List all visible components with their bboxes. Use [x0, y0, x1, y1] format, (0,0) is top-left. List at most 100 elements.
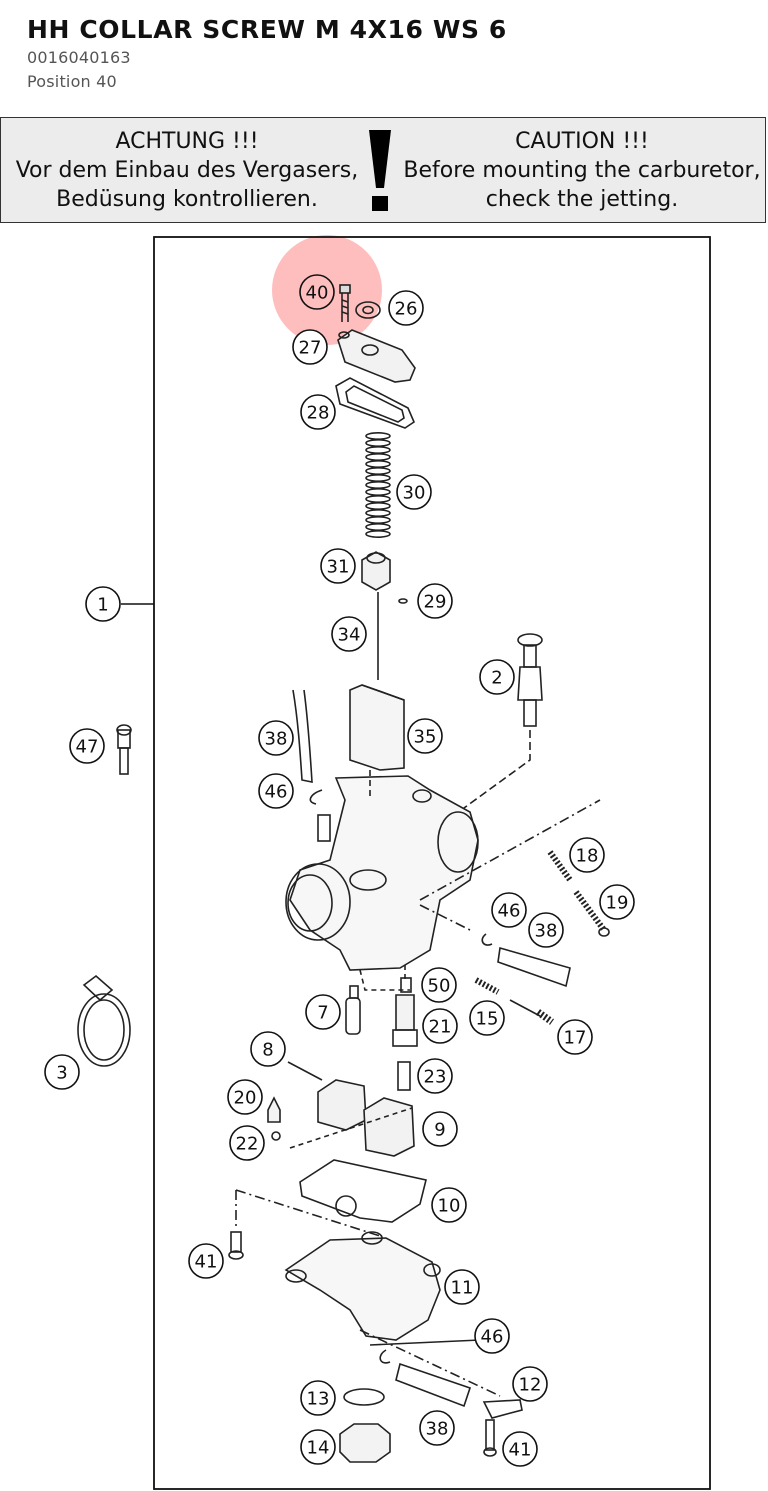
callout-34[interactable]: 34: [331, 616, 367, 652]
callout-number: 13: [307, 1389, 330, 1410]
callout-number: 21: [429, 1017, 452, 1038]
callout-number: 10: [438, 1196, 461, 1217]
callout-number: 38: [535, 921, 558, 942]
callout-circle: [69, 728, 105, 764]
callout-number: 17: [564, 1028, 587, 1049]
callout-1[interactable]: 1: [85, 586, 121, 622]
callout-21[interactable]: 21: [422, 1008, 458, 1044]
part-drawings: [77, 284, 610, 1463]
callout-number: 46: [481, 1327, 504, 1348]
callout-19[interactable]: 19: [599, 884, 635, 920]
callout-number: 2: [491, 668, 502, 689]
callout-number: 47: [76, 737, 99, 758]
callout-8[interactable]: 8: [250, 1031, 286, 1067]
callout-number: 11: [451, 1278, 474, 1299]
callout-46[interactable]: 46: [491, 892, 527, 928]
callout-circle: [300, 1380, 336, 1416]
callout-circle: [320, 548, 356, 584]
callout-circle: [417, 1058, 453, 1094]
callout-circle: [229, 1125, 265, 1161]
callout-15[interactable]: 15: [469, 1000, 505, 1036]
callout-circle: [396, 474, 432, 510]
callout-number: 14: [307, 1438, 330, 1459]
caution-de-line: Bedüsung kontrollieren.: [56, 187, 318, 212]
callout-circle: [227, 1079, 263, 1115]
callout-38[interactable]: 38: [528, 912, 564, 948]
callout-number: 46: [498, 901, 521, 922]
callout-2[interactable]: 2: [479, 659, 515, 695]
callout-28[interactable]: 28: [300, 394, 336, 430]
callout-circle: [300, 1429, 336, 1465]
callout-7[interactable]: 7: [305, 994, 341, 1030]
callout-31[interactable]: 31: [320, 548, 356, 584]
callout-11[interactable]: 11: [444, 1269, 480, 1305]
selected-part-highlight: [272, 235, 382, 345]
callout-number: 28: [307, 403, 330, 424]
callout-circle: [422, 1111, 458, 1147]
callout-35[interactable]: 35: [407, 718, 443, 754]
caution-de-line: Vor dem Einbau des Vergasers,: [15, 158, 359, 183]
callout-20[interactable]: 20: [227, 1079, 263, 1115]
callout-27[interactable]: 27: [292, 329, 328, 365]
callout-circle: [44, 1054, 80, 1090]
callout-46[interactable]: 46: [258, 773, 294, 809]
part-number: 0016040163: [27, 48, 131, 67]
callout-number: 41: [509, 1440, 532, 1461]
callout-circle: [599, 884, 635, 920]
callout-14[interactable]: 14: [300, 1429, 336, 1465]
callout-26[interactable]: 26: [388, 290, 424, 326]
callout-circle: [299, 274, 335, 310]
callout-number: 50: [428, 976, 451, 997]
callout-number: 7: [317, 1003, 328, 1024]
callout-number: 8: [262, 1040, 273, 1061]
callout-number: 35: [414, 727, 437, 748]
callout-circle: [407, 718, 443, 754]
callout-number: 40: [306, 283, 329, 304]
callout-number: 3: [56, 1063, 67, 1084]
callout-circle: [331, 616, 367, 652]
callout-circle: [258, 773, 294, 809]
callout-number: 15: [476, 1009, 499, 1030]
callout-17[interactable]: 17: [557, 1019, 593, 1055]
callout-10[interactable]: 10: [431, 1187, 467, 1223]
callout-number: 46: [265, 782, 288, 803]
callout-number: 38: [265, 729, 288, 750]
part-position: Position 40: [27, 72, 117, 91]
callout-number: 29: [424, 592, 447, 613]
callout-47[interactable]: 47: [69, 728, 105, 764]
callout-38[interactable]: 38: [419, 1410, 455, 1446]
callout-30[interactable]: 30: [396, 474, 432, 510]
callout-46[interactable]: 46: [474, 1318, 510, 1354]
callout-22[interactable]: 22: [229, 1125, 265, 1161]
callout-circle: [305, 994, 341, 1030]
callout-18[interactable]: 18: [569, 837, 605, 873]
callout-number: 31: [327, 557, 350, 578]
callout-13[interactable]: 13: [300, 1380, 336, 1416]
callout-circle: [569, 837, 605, 873]
callout-circle: [250, 1031, 286, 1067]
callout-circle: [421, 967, 457, 1003]
callout-38[interactable]: 38: [258, 720, 294, 756]
callout-circle: [422, 1008, 458, 1044]
callout-29[interactable]: 29: [417, 583, 453, 619]
callout-circle: [479, 659, 515, 695]
callout-41[interactable]: 41: [502, 1431, 538, 1467]
callout-41[interactable]: 41: [188, 1243, 224, 1279]
callout-23[interactable]: 23: [417, 1058, 453, 1094]
callout-9[interactable]: 9: [422, 1111, 458, 1147]
caution-de-line: ACHTUNG !!!: [115, 129, 259, 154]
callout-50[interactable]: 50: [421, 967, 457, 1003]
callout-circle: [417, 583, 453, 619]
callout-number: 22: [236, 1134, 259, 1155]
callout-circle: [292, 329, 328, 365]
callout-circle: [528, 912, 564, 948]
callout-circle: [557, 1019, 593, 1055]
callout-40[interactable]: 40: [299, 274, 335, 310]
callout-3[interactable]: 3: [44, 1054, 80, 1090]
callout-12[interactable]: 12: [512, 1366, 548, 1402]
callout-number: 23: [424, 1067, 447, 1088]
callout-circle: [431, 1187, 467, 1223]
caution-en-line: Before mounting the carburetor,: [403, 158, 761, 183]
